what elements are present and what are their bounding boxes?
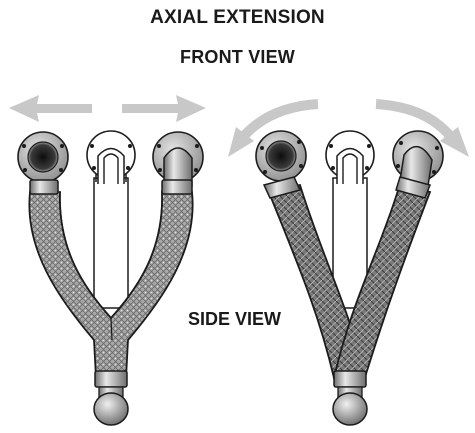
side-view-connector — [256, 131, 443, 425]
bottom-fitting-front — [94, 371, 128, 425]
center-pipe — [87, 131, 135, 308]
front-view-connector — [18, 131, 203, 425]
right-flange-side — [393, 131, 443, 198]
left-flange-side — [256, 131, 306, 198]
double-headed-straight-arrow-icon — [9, 95, 206, 122]
left-flange — [18, 132, 68, 194]
bottom-fitting-side — [333, 371, 367, 425]
side-view-label: SIDE VIEW — [188, 309, 281, 330]
right-flange — [153, 132, 203, 194]
